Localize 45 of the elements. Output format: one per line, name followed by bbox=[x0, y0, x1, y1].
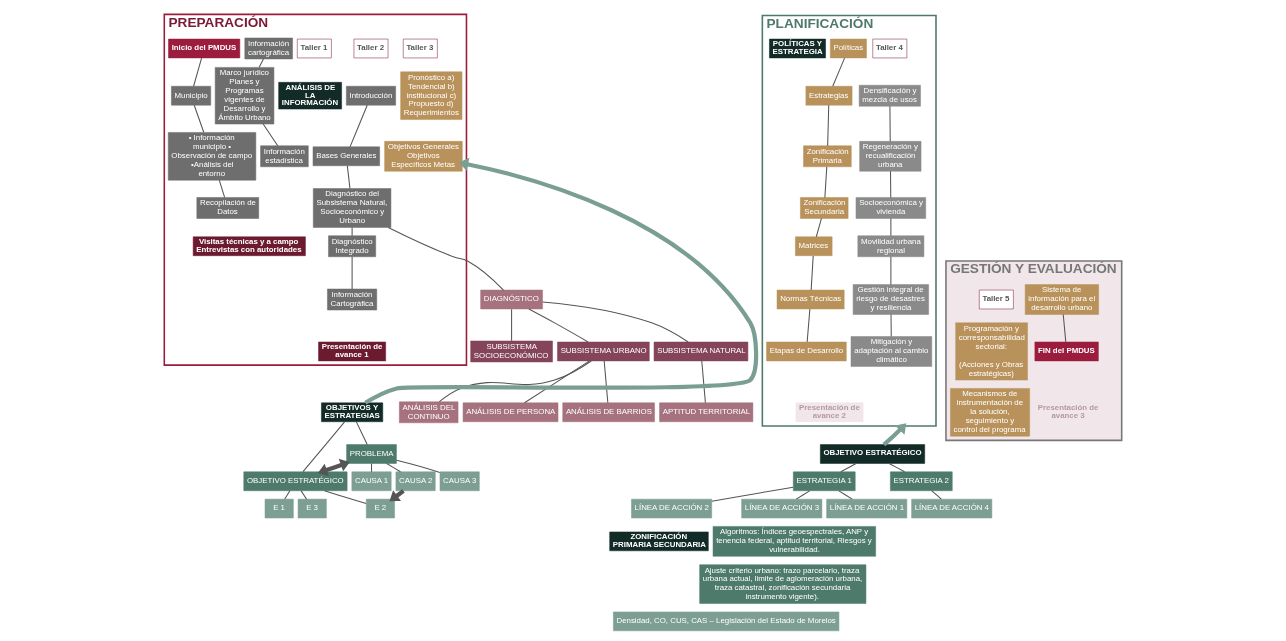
connector bbox=[302, 421, 346, 473]
connector bbox=[323, 490, 367, 505]
connector bbox=[603, 360, 609, 404]
connector bbox=[890, 313, 892, 337]
connector bbox=[795, 490, 811, 500]
connector bbox=[888, 462, 906, 473]
connector bbox=[701, 360, 706, 404]
connector bbox=[351, 227, 353, 237]
connector bbox=[840, 462, 857, 473]
connector bbox=[300, 490, 308, 500]
connector bbox=[889, 105, 891, 142]
connector bbox=[832, 57, 846, 87]
connector bbox=[827, 104, 830, 147]
connector bbox=[193, 104, 205, 133]
connector bbox=[351, 256, 353, 290]
connector bbox=[838, 490, 853, 500]
connector bbox=[1062, 313, 1067, 343]
arrow bbox=[882, 423, 907, 447]
connector bbox=[218, 179, 226, 198]
connector bbox=[386, 463, 402, 473]
connector bbox=[931, 490, 942, 500]
connector bbox=[284, 490, 291, 500]
connector bbox=[355, 421, 368, 445]
connector bbox=[810, 255, 814, 291]
connector bbox=[258, 58, 264, 68]
connector bbox=[193, 57, 203, 87]
arrow bbox=[317, 458, 350, 477]
connector bbox=[889, 170, 892, 198]
connector bbox=[511, 308, 513, 342]
connector bbox=[890, 256, 892, 285]
connector bbox=[349, 104, 368, 148]
connector bbox=[524, 360, 590, 404]
connector bbox=[346, 165, 351, 189]
connector bbox=[396, 459, 441, 474]
connector bbox=[815, 217, 822, 238]
connector bbox=[438, 360, 592, 403]
connector bbox=[806, 308, 811, 343]
connector bbox=[387, 226, 504, 291]
connector bbox=[824, 166, 828, 198]
connector bbox=[262, 123, 279, 147]
connector bbox=[890, 217, 892, 237]
connector bbox=[711, 486, 794, 502]
arrow bbox=[364, 157, 759, 405]
connector bbox=[542, 301, 689, 343]
connector bbox=[528, 308, 589, 343]
